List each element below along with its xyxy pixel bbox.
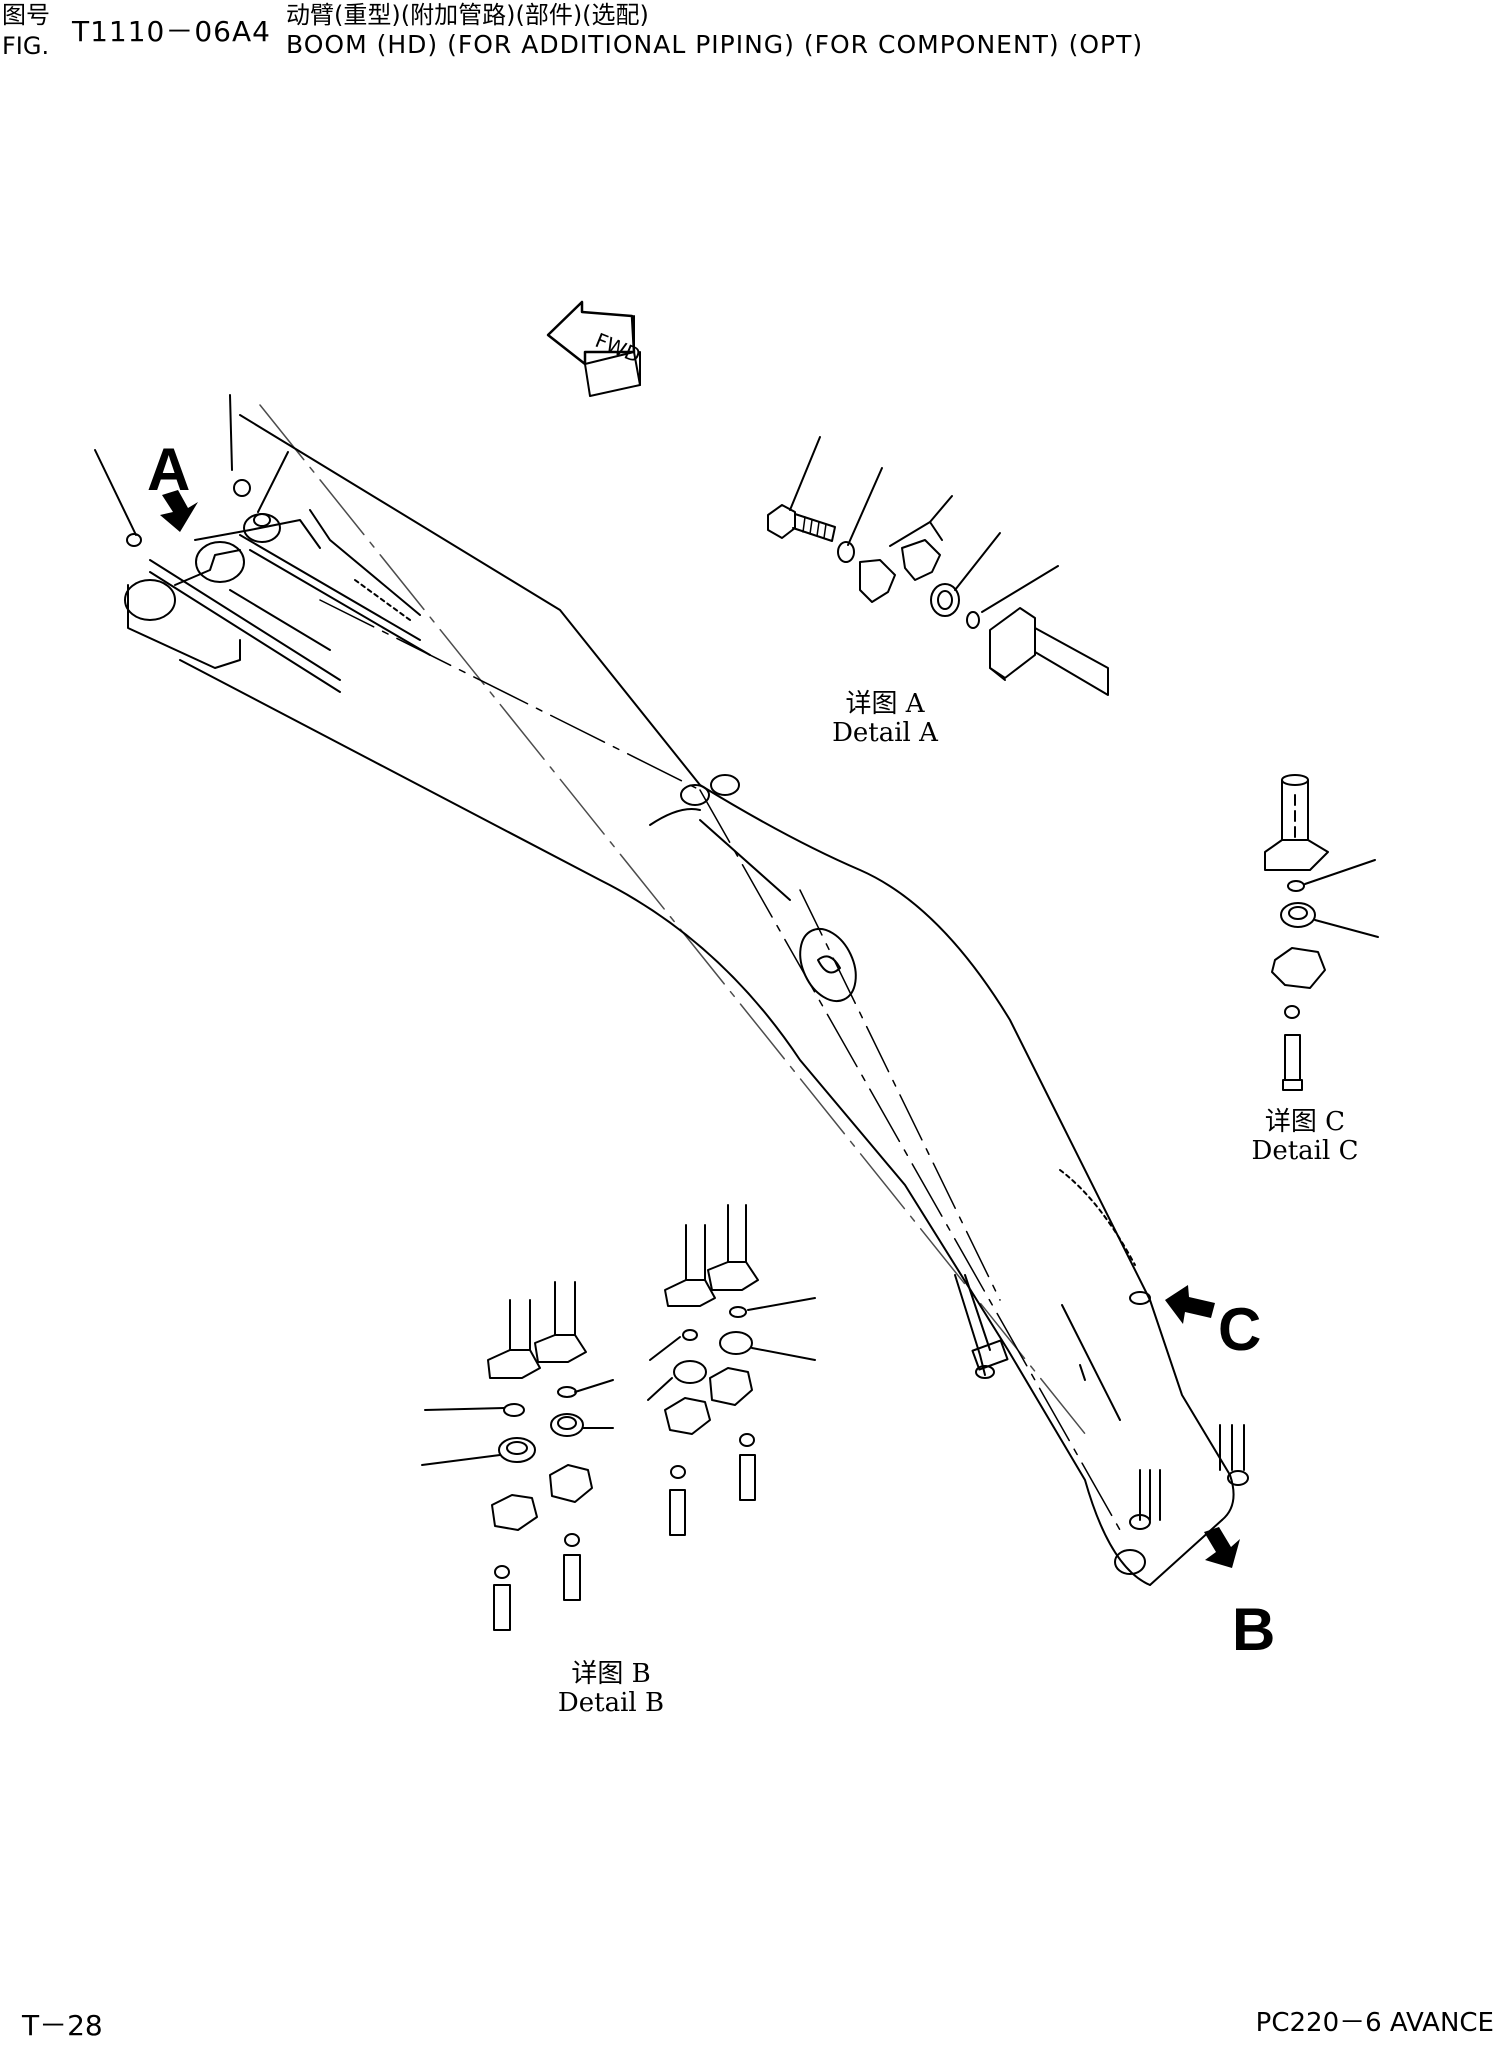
- title-cn: 动臂(重型)(附加管路)(部件)(选配): [286, 1, 649, 29]
- detail-a-parts: [767, 436, 1109, 696]
- view-label-c: C: [1218, 1296, 1262, 1363]
- view-label-b: B: [1232, 1596, 1276, 1663]
- boom-body: [179, 404, 1249, 1586]
- detail-c-parts: [1264, 774, 1379, 1091]
- detail-b-caption-en: Detail B: [557, 1687, 665, 1718]
- model-name: PC220－6 AVANCE: [1255, 2008, 1494, 2038]
- detail-c-caption: 详图 C Detail C: [1240, 1108, 1370, 1165]
- detail-a-caption-cn: 详图 A: [845, 689, 925, 719]
- detail-a-caption-en: Detail A: [832, 717, 938, 748]
- detail-c-caption-en: Detail C: [1251, 1135, 1359, 1166]
- detail-b-parts: [421, 1204, 816, 1631]
- title-en: BOOM (HD) (FOR ADDITIONAL PIPING) (FOR C…: [286, 30, 1144, 59]
- detail-c-caption-cn: 详图 C: [1264, 1107, 1346, 1137]
- figure-label-en: FIG.: [2, 32, 50, 60]
- boom-head: [94, 394, 431, 693]
- figure-number: T1110－06A4: [72, 15, 271, 48]
- fwd-arrow-icon: FWD: [546, 300, 644, 397]
- detail-b-caption-cn: 详图 B: [571, 1659, 651, 1689]
- view-b-arrow-icon: [1204, 1527, 1240, 1568]
- view-c-arrow-icon: [1165, 1285, 1215, 1324]
- detail-b-caption: 详图 B Detail B: [546, 1660, 676, 1717]
- detail-a-caption: 详图 A Detail A: [820, 690, 950, 747]
- view-a-arrow-icon: [160, 490, 198, 532]
- view-label-a: A: [147, 436, 191, 503]
- figure-label-cn: 图号: [2, 1, 50, 29]
- page-number: T－28: [22, 2009, 103, 2042]
